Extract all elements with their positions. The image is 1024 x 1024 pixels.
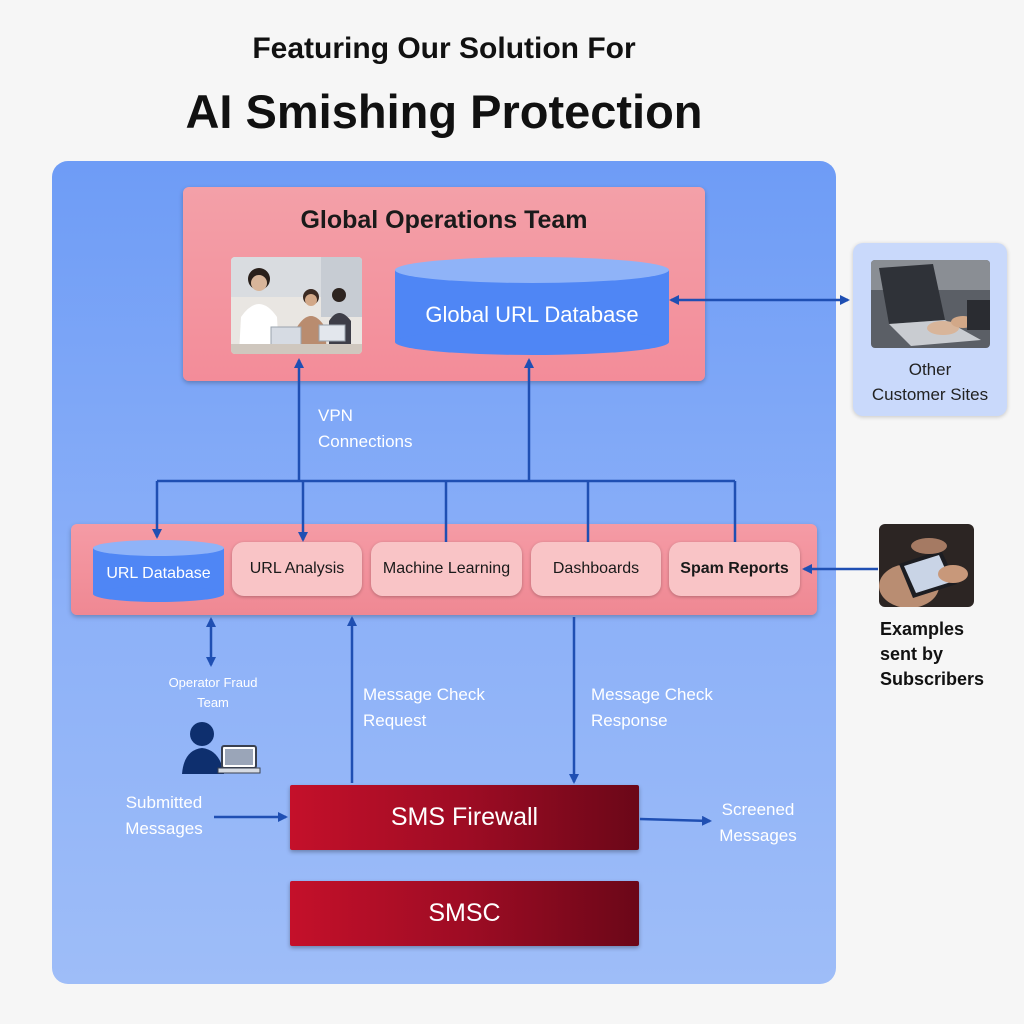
screened-line1: Screened — [721, 800, 795, 819]
message-check-request-label: Message Check Request — [363, 682, 485, 734]
response-line2: Response — [591, 711, 668, 730]
operator-person-icon — [180, 716, 262, 778]
fraud-team-line2: Team — [197, 695, 229, 710]
url-analysis-box: URL Analysis — [232, 542, 362, 596]
fraud-team-line1: Operator Fraud — [168, 675, 258, 690]
submitted-line2: Messages — [125, 819, 203, 838]
response-line1: Message Check — [591, 685, 713, 704]
global-url-database-label: Global URL Database — [425, 302, 639, 327]
operations-team-photo — [231, 257, 362, 354]
subtitle: Featuring Our Solution For — [252, 32, 636, 65]
global-operations-title: Global Operations Team — [300, 206, 588, 234]
submitted-line1: Submitted — [125, 793, 203, 812]
page-title: AI Smishing Protection — [185, 85, 703, 138]
vpn-connections-label: VPN Connections — [318, 403, 413, 455]
submitted-messages-label: Submitted Messages — [104, 790, 224, 842]
other-customer-sites-label: Other Customer Sites — [853, 357, 1007, 407]
arrow-firewall-to-screened — [639, 815, 712, 826]
phone-photo — [879, 524, 974, 607]
spam-reports-box: Spam Reports — [669, 542, 800, 596]
examples-line2: sent by — [880, 644, 944, 664]
machine-learning-box: Machine Learning — [371, 542, 522, 596]
laptop-photo — [871, 260, 990, 348]
screened-line2: Messages — [719, 826, 797, 845]
examples-label: Examples sent by Subscribers — [880, 617, 984, 692]
global-url-database — [394, 256, 670, 356]
examples-line1: Examples — [880, 619, 965, 639]
other-sites-line2: Customer Sites — [871, 385, 989, 404]
smsc-box: SMSC — [290, 881, 639, 946]
request-line1: Message Check — [363, 685, 485, 704]
vpn-line1: VPN — [318, 406, 353, 425]
sms-firewall-box: SMS Firewall — [290, 785, 639, 850]
examples-line3: Subscribers — [880, 669, 985, 689]
message-check-response-label: Message Check Response — [591, 682, 713, 734]
url-database — [92, 539, 225, 603]
vpn-line2: Connections — [318, 432, 413, 451]
operator-fraud-team-label: Operator Fraud Team — [150, 673, 276, 713]
request-line2: Request — [363, 711, 427, 730]
screened-messages-label: Screened Messages — [700, 797, 816, 849]
dashboards-box: Dashboards — [531, 542, 661, 596]
other-sites-line1: Other — [908, 360, 952, 379]
url-database-label: URL Database — [106, 565, 211, 582]
